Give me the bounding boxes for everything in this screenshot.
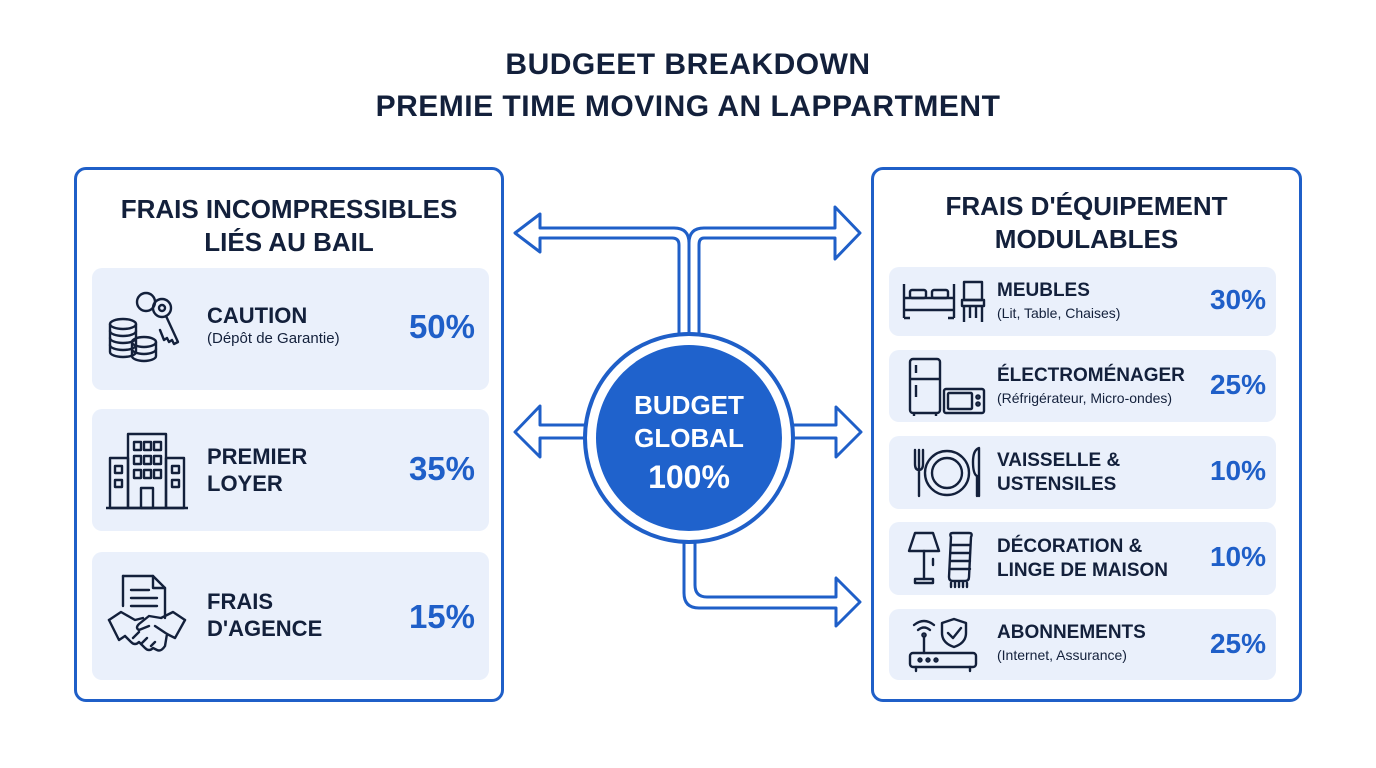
panel-heading: FRAIS D'ÉQUIPEMENT MODULABLES [874, 190, 1299, 256]
cost-percent: 30% [1209, 284, 1266, 315]
cost-card-caution: CAUTION (Dépôt de Garantie) 50% [92, 268, 489, 390]
arrow-upper-left [513, 212, 691, 339]
cost-title: FRAIS [207, 589, 273, 614]
arrow-lower-right [682, 538, 862, 628]
hub-label-line1: BUDGET [634, 390, 744, 420]
cost-title-line2: D'AGENCE [207, 616, 323, 641]
panel-heading-line2: MODULABLES [994, 224, 1179, 254]
cost-label: CAUTION (Dépôt de Garantie) [207, 302, 340, 349]
fixed-costs-panel: FRAIS INCOMPRESSIBLES LIÉS AU BAIL CAUTI… [74, 167, 504, 702]
cost-label: VAISSELLE & USTENSILES [997, 449, 1120, 497]
building-icon [106, 430, 188, 512]
hub-total-percent: 100% [648, 459, 730, 495]
plate-cutlery-icon [909, 446, 985, 500]
arrow-middle-left [513, 404, 592, 459]
cost-card-vaisselle: VAISSELLE & USTENSILES 10% [889, 436, 1276, 509]
lamp-towel-icon [907, 529, 977, 589]
cost-card-meubles: MEUBLES (Lit, Table, Chaises) 30% [889, 267, 1276, 336]
cost-title: ABONNEMENTS [997, 622, 1146, 643]
equipment-costs-panel: FRAIS D'ÉQUIPEMENT MODULABLES MEUBLES (L… [871, 167, 1302, 702]
cost-subtitle: (Lit, Table, Chaises) [997, 305, 1121, 321]
arrow-upper-right [687, 205, 862, 339]
cost-card-frais-agence: FRAIS D'AGENCE 15% [92, 552, 489, 680]
panel-heading-line1: FRAIS INCOMPRESSIBLES [120, 194, 458, 224]
cost-title-line2: USTENSILES [997, 474, 1117, 495]
cost-label: ABONNEMENTS (Internet, Assurance) [997, 621, 1146, 665]
cost-label: FRAIS D'AGENCE [207, 588, 322, 642]
panel-heading: FRAIS INCOMPRESSIBLES LIÉS AU BAIL [77, 193, 501, 259]
cost-title: DÉCORATION & [997, 536, 1143, 557]
cost-card-decoration: DÉCORATION & LINGE DE MAISON 10% [889, 522, 1276, 595]
cost-percent: 25% [1209, 628, 1266, 659]
cost-title-line2: LOYER [207, 471, 283, 496]
panel-heading-line2: LIÉS AU BAIL [204, 227, 374, 257]
fridge-microwave-icon [906, 357, 986, 417]
cost-label: ÉLECTROMÉNAGER (Réfrigérateur, Micro-ond… [997, 364, 1185, 408]
arrow-middle-right [787, 405, 863, 459]
cost-title: CAUTION [207, 303, 308, 328]
cost-percent: 10% [1209, 541, 1266, 572]
cost-percent: 50% [408, 308, 475, 345]
router-shield-icon [908, 615, 980, 675]
handshake-contract-icon [105, 572, 189, 662]
budget-hub: BUDGET GLOBAL 100% [583, 332, 795, 544]
cost-card-abonnements: ABONNEMENTS (Internet, Assurance) 25% [889, 609, 1276, 680]
cost-title: ÉLECTROMÉNAGER [997, 365, 1185, 386]
cost-subtitle: (Dépôt de Garantie) [207, 330, 340, 347]
hub-label-line2: GLOBAL [634, 423, 744, 453]
cost-title-line2: LINGE DE MAISON [997, 560, 1169, 581]
cost-title: MEUBLES [997, 280, 1090, 301]
budget-hub-core: BUDGET GLOBAL 100% [596, 345, 782, 531]
cost-percent: 25% [1209, 369, 1266, 400]
keys-coins-icon [106, 288, 188, 368]
cost-subtitle: (Internet, Assurance) [997, 647, 1127, 663]
cost-label: PREMIER LOYER [207, 443, 307, 497]
cost-percent: 10% [1209, 455, 1266, 486]
cost-percent: 15% [408, 598, 475, 635]
page-title: BUDGEET BREAKDOWN [505, 48, 871, 81]
cost-subtitle: (Réfrigérateur, Micro-ondes) [997, 390, 1173, 406]
cost-percent: 35% [408, 450, 475, 487]
cost-card-premier-loyer: PREMIER LOYER 35% [92, 409, 489, 531]
panel-heading-line1: FRAIS D'ÉQUIPEMENT [945, 191, 1228, 221]
cost-card-electromenager: ÉLECTROMÉNAGER (Réfrigérateur, Micro-ond… [889, 350, 1276, 422]
page-subtitle: PREMIE TIME MOVING AN LAPPARTMENT [375, 90, 1001, 123]
bed-chair-icon [900, 278, 988, 324]
cost-title: PREMIER [207, 444, 308, 469]
cost-label: DÉCORATION & LINGE DE MAISON [997, 535, 1168, 583]
cost-title: VAISSELLE & [997, 450, 1121, 471]
cost-label: MEUBLES (Lit, Table, Chaises) [997, 279, 1120, 323]
